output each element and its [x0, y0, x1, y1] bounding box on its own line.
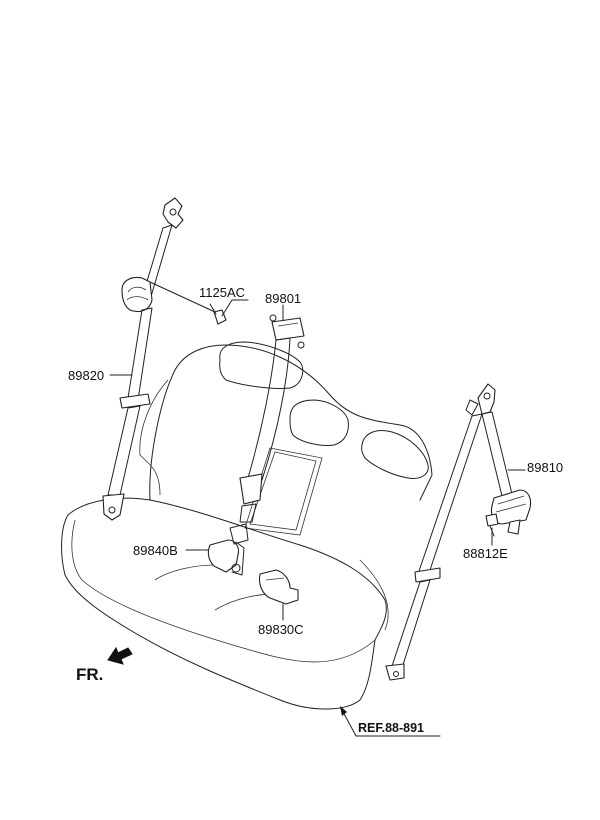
right-seat-belt-assembly — [385, 383, 532, 681]
headrest-left — [219, 341, 304, 389]
right-belt-webbing-upper — [481, 411, 513, 497]
buckle-89830c — [258, 569, 299, 621]
headrest-center — [289, 399, 349, 446]
left-upper-anchor — [162, 197, 184, 229]
label-89820: 89820 — [68, 368, 104, 383]
bolt-88812e — [485, 513, 499, 527]
label-89810: 89810 — [527, 460, 563, 475]
buckle-89840b — [185, 523, 249, 576]
seat-cushion-outline — [61, 497, 387, 710]
label-89840b: 89840B — [133, 543, 178, 558]
seat-back-outline — [149, 344, 433, 501]
left-retractor — [121, 276, 153, 313]
bolt-1125ac — [149, 281, 249, 325]
reference-leader — [341, 709, 441, 737]
center-seat-belt-assembly — [239, 304, 305, 523]
rear-seat — [61, 341, 433, 710]
label-89801: 89801 — [265, 291, 301, 306]
front-direction-label: FR. — [76, 665, 103, 684]
left-seat-belt-assembly — [102, 197, 184, 521]
label-1125ac: 1125AC — [199, 285, 245, 300]
seat-back-inner — [139, 379, 169, 496]
label-89830c: 89830C — [258, 622, 304, 637]
headrest-right — [361, 430, 429, 479]
cushion-front-edge — [71, 519, 376, 663]
reference-label: REF.88-891 — [358, 721, 424, 735]
left-belt-webbing-lower — [127, 307, 153, 401]
right-retractor — [490, 489, 532, 525]
reference-arrow-icon — [340, 706, 347, 716]
label-88812e: 88812E — [463, 546, 508, 561]
front-arrow-icon — [107, 646, 133, 665]
front-direction-indicator: FR. — [76, 646, 133, 684]
reference-callout: REF.88-891 — [340, 706, 441, 737]
leader-1125ac — [149, 281, 216, 313]
right-belt-guide — [414, 567, 441, 583]
center-retractor — [271, 317, 305, 341]
left-belt-guide — [119, 393, 151, 409]
center-tongue — [239, 473, 263, 505]
